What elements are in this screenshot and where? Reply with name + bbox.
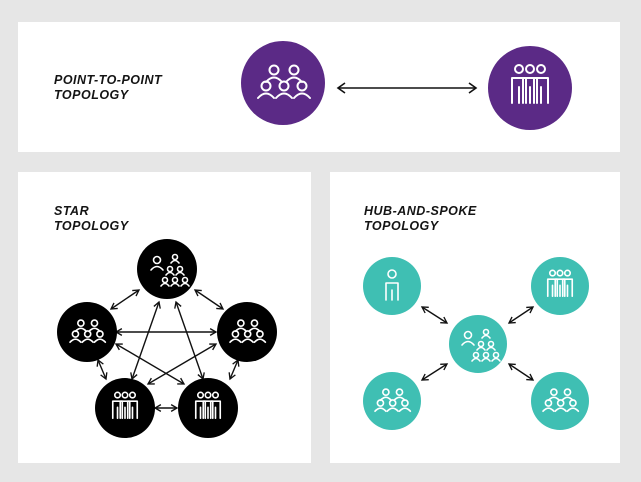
title-line: HUB-AND-SPOKE	[364, 204, 477, 218]
hub-and-spoke-diagram	[363, 257, 589, 430]
hub-spoke-top-right	[531, 257, 589, 315]
star-title: STAR TOPOLOGY	[54, 204, 129, 234]
people-group-icon	[542, 388, 580, 413]
star-node-bottom-left	[95, 378, 155, 438]
star-node-top	[137, 239, 197, 299]
people-group-icon	[257, 64, 311, 99]
hub-center	[449, 315, 507, 373]
title-line: POINT-TO-POINT	[54, 73, 163, 87]
standing-people-icon	[111, 391, 139, 420]
p2p-connection-arrow	[336, 82, 478, 94]
people-group-icon	[69, 319, 107, 344]
star-node-bottom-right	[178, 378, 238, 438]
p2p-node-right	[488, 46, 572, 130]
people-group-icon	[374, 388, 412, 413]
title-line: TOPOLOGY	[54, 88, 129, 102]
org-hierarchy-icon	[461, 328, 501, 362]
standing-people-icon	[546, 269, 574, 298]
star-connections	[96, 289, 240, 412]
hub-and-spoke-title: HUB-AND-SPOKE TOPOLOGY	[364, 204, 477, 234]
point-to-point-panel: POINT-TO-POINT TOPOLOGY	[18, 22, 620, 152]
person-icon	[385, 269, 399, 301]
title-line: TOPOLOGY	[54, 219, 129, 233]
hub-spoke-top-left	[363, 257, 421, 315]
p2p-node-left	[241, 41, 325, 125]
star-diagram	[57, 239, 277, 438]
point-to-point-title: POINT-TO-POINT TOPOLOGY	[54, 73, 162, 103]
people-group-icon	[229, 319, 267, 344]
star-panel: STAR TOPOLOGY	[18, 172, 311, 463]
hub-spoke-bottom-right	[531, 372, 589, 430]
star-node-left	[57, 302, 117, 362]
star-node-right	[217, 302, 277, 362]
hub-spokes	[420, 306, 535, 381]
standing-people-icon	[194, 391, 222, 420]
org-hierarchy-icon	[150, 253, 190, 287]
hub-and-spoke-panel: HUB-AND-SPOKE TOPOLOGY	[330, 172, 620, 463]
title-line: TOPOLOGY	[364, 219, 439, 233]
hub-spoke-bottom-left	[363, 372, 421, 430]
point-to-point-diagram	[241, 41, 572, 130]
standing-people-icon	[511, 64, 549, 104]
title-line: STAR	[54, 204, 90, 218]
